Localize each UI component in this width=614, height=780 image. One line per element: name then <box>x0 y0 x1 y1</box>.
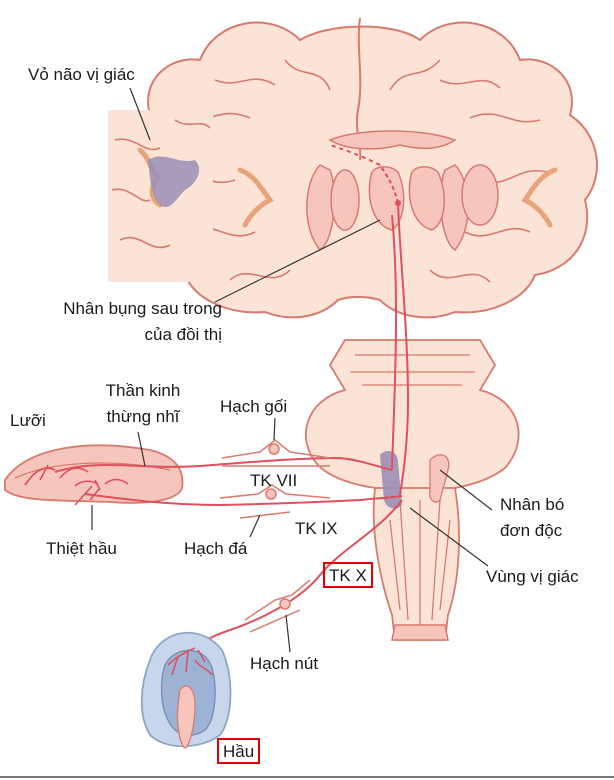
label-geniculate-ganglion: Hạch gối <box>220 397 288 416</box>
gyri-right <box>389 59 549 283</box>
midbrain-pons <box>304 339 520 501</box>
pharynx <box>140 631 232 749</box>
petrosal-ganglion-body <box>265 488 277 500</box>
tongue-body <box>4 444 184 504</box>
label-cn9: TK IX <box>295 519 338 538</box>
insula-left <box>237 167 274 228</box>
label-cn7: TK VII <box>250 471 298 490</box>
cortex-inset <box>108 110 213 282</box>
corpus-callosum <box>328 130 457 150</box>
thalamus-right <box>408 166 445 231</box>
leader-lines <box>91 87 493 653</box>
leader-thalamus <box>214 219 381 303</box>
label-solitary-nucleus-line2: đơn độc <box>500 521 563 540</box>
label-epiglottis: Thiệt hầu <box>46 539 117 558</box>
bottom-divider <box>0 776 614 778</box>
label-petrosal-ganglion: Hạch đá <box>184 539 248 558</box>
label-thalamus-line1: Nhân bụng sau trong <box>63 299 222 318</box>
leader-gustatory-area <box>409 507 489 567</box>
label-chorda-tympani-line2: thừng nhĩ <box>106 407 180 426</box>
medulla-pyramids <box>389 499 451 625</box>
pharynx-nerve-branches <box>167 647 213 676</box>
insula-right <box>521 167 558 228</box>
leader-chorda <box>137 431 146 467</box>
solitary-nucleus <box>380 450 402 509</box>
putamen-right <box>461 164 499 226</box>
brainstem <box>304 339 520 641</box>
leader-cortex <box>129 87 151 141</box>
thalamus-left <box>368 166 405 231</box>
label-pharynx-highlighted: Hầu <box>217 738 261 764</box>
primary-gustatory-cortex-area <box>148 156 200 208</box>
medulla-base <box>391 624 449 641</box>
label-tongue: Lưỡi <box>10 411 46 430</box>
facial-nerve-vii <box>54 439 393 473</box>
nodose-ganglion-body <box>279 598 291 610</box>
epiglottis-branch <box>74 485 101 506</box>
cortex-inset-gyri <box>111 119 211 249</box>
label-thalamus-line2: của đồi thị <box>144 325 223 344</box>
label-solitary-nucleus-line1: Nhân bó <box>500 495 565 514</box>
epiglottis-shape <box>176 685 196 749</box>
brain-coronal-section <box>122 17 598 319</box>
label-cn10-highlighted: TK X <box>323 562 373 588</box>
putamen-left <box>330 169 360 231</box>
label-gustatory-area: Vùng vị giác <box>486 567 579 586</box>
medulla <box>372 487 460 641</box>
label-nodose-ganglion: Hạch nút <box>250 654 319 673</box>
leader-solitary <box>439 469 493 511</box>
label-gustatory-cortex: Vỏ não vị giác <box>28 65 135 84</box>
geniculate-ganglion-body <box>268 443 280 455</box>
pons-lines <box>350 354 475 386</box>
leader-petrosal <box>249 514 261 538</box>
leader-geniculate <box>273 417 276 441</box>
label-chorda-tympani-line1: Thần kinh <box>105 381 181 400</box>
glossopharyngeal-nerve-ix <box>74 484 403 519</box>
leader-nodose <box>285 614 291 653</box>
solitary-tract-outline <box>429 454 450 503</box>
ascending-pathway <box>329 144 410 496</box>
vagus-nerve-x <box>194 499 403 649</box>
